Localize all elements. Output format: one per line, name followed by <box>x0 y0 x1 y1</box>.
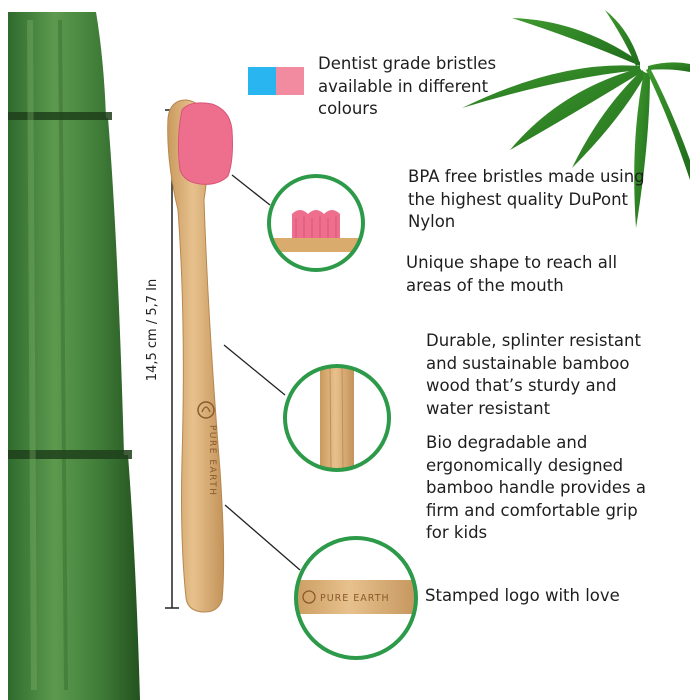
detail-circle-bristles <box>267 174 365 272</box>
caption-durable-wood: Durable, splinter resistant and sustaina… <box>426 331 641 418</box>
caption-bpa-free: BPA free bristles made using the highest… <box>408 167 645 231</box>
handle-brand-stamp: PURE EARTH <box>207 425 217 497</box>
closeup-brand-stamp: PURE EARTH <box>320 593 390 604</box>
callout-lines <box>223 174 301 571</box>
bamboo-leaves <box>462 10 690 228</box>
detail-circle-logo: PURE EARTH <box>294 536 418 660</box>
logo-stamp-icon <box>197 401 215 419</box>
dimension-indicator: 14,5 cm / 5,7 In <box>145 109 179 609</box>
toothbrush-bristles <box>177 102 233 185</box>
caption-stamped-logo: Stamped logo with love <box>425 586 620 605</box>
caption-biodegradable-handle: Bio degradable and ergonomically designe… <box>426 433 646 542</box>
detail-circle-wood <box>283 364 391 472</box>
swatch-pink <box>276 67 304 95</box>
bamboo-stalk <box>8 12 140 700</box>
caption-bristle-colours: Dentist grade bristles available in diff… <box>318 54 497 118</box>
swatch-blue <box>248 67 276 95</box>
toothbrush: PURE EARTH <box>167 99 233 613</box>
logo-stamp-icon <box>302 590 316 604</box>
dimension-label: 14,5 cm / 5,7 In <box>145 279 160 381</box>
caption-unique-shape: Unique shape to reach all areas of the m… <box>406 253 618 295</box>
